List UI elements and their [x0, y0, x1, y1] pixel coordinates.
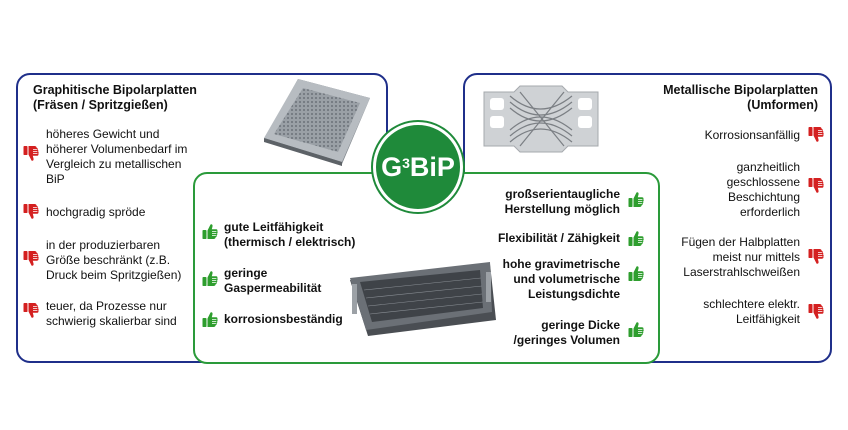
thumbs-up-icon	[202, 270, 218, 287]
graphite-item: hochgradig spröde	[46, 205, 146, 219]
g3bip-item: hohe gravimetrische und volumetrische Le…	[502, 257, 620, 301]
graphite-item: höheres Gewicht und höherer Volumenbedar…	[46, 127, 188, 186]
metal-title-line1: Metallische Bipolarplatten	[663, 83, 818, 97]
logo-suffix: BiP	[409, 151, 455, 182]
graphite-title-line1: Graphitische Bipolarplatten	[33, 83, 197, 97]
g3bip-item: geringe Dicke /geringes Volumen	[513, 318, 620, 347]
metal-title: Metallische Bipolarplatten (Umformen)	[663, 83, 818, 113]
thumbs-up-icon	[628, 191, 644, 208]
thumbs-up-icon	[202, 311, 218, 328]
thumbs-down-icon	[23, 302, 39, 319]
g3bip-plate-image	[350, 262, 496, 336]
metal-item: ganzheitlich geschlossene Beschichtung e…	[726, 160, 800, 219]
thumbs-down-icon	[23, 145, 39, 162]
thumbs-up-icon	[628, 321, 644, 338]
thumbs-down-icon	[23, 250, 39, 267]
graphite-title: Graphitische Bipolarplatten (Fräsen / Sp…	[33, 83, 197, 113]
logo-superscript: 3	[402, 155, 410, 171]
metal-item: Fügen der Halbplatten meist nur mittels …	[681, 235, 800, 279]
g3bip-item: korrosionsbeständig	[224, 312, 343, 326]
thumbs-up-icon	[628, 230, 644, 247]
thumbs-down-icon	[808, 177, 824, 194]
metal-item: schlechtere elektr. Leitfähigkeit	[703, 297, 800, 326]
thumbs-down-icon	[23, 203, 39, 220]
thumbs-down-icon	[808, 303, 824, 320]
g3bip-item: Flexibilität / Zähigkeit	[497, 231, 620, 245]
graphite-item: teuer, da Prozesse nur schwierig skalier…	[46, 299, 177, 328]
g3bip-item: gute Leitfähigkeit (thermisch / elektris…	[224, 220, 356, 249]
graphite-plate-image	[264, 79, 370, 166]
logo-prefix: G	[381, 151, 403, 182]
thumbs-up-icon	[628, 265, 644, 282]
graphite-title-line2: (Fräsen / Spritzgießen)	[33, 98, 168, 112]
metal-item: Korrosionsanfällig	[704, 128, 800, 142]
g3bip-item: großserientaugliche Herstellung möglich	[504, 187, 620, 216]
thumbs-down-icon	[808, 248, 824, 265]
metal-title-line2: (Umformen)	[747, 98, 818, 112]
graphite-item: in der produzierbaren Größe beschränkt (…	[46, 238, 182, 282]
metal-plate-image	[483, 85, 599, 153]
thumbs-down-icon	[808, 126, 824, 143]
g3bip-item: geringe Gaspermeabilität	[224, 266, 322, 295]
thumbs-up-icon	[202, 223, 218, 240]
